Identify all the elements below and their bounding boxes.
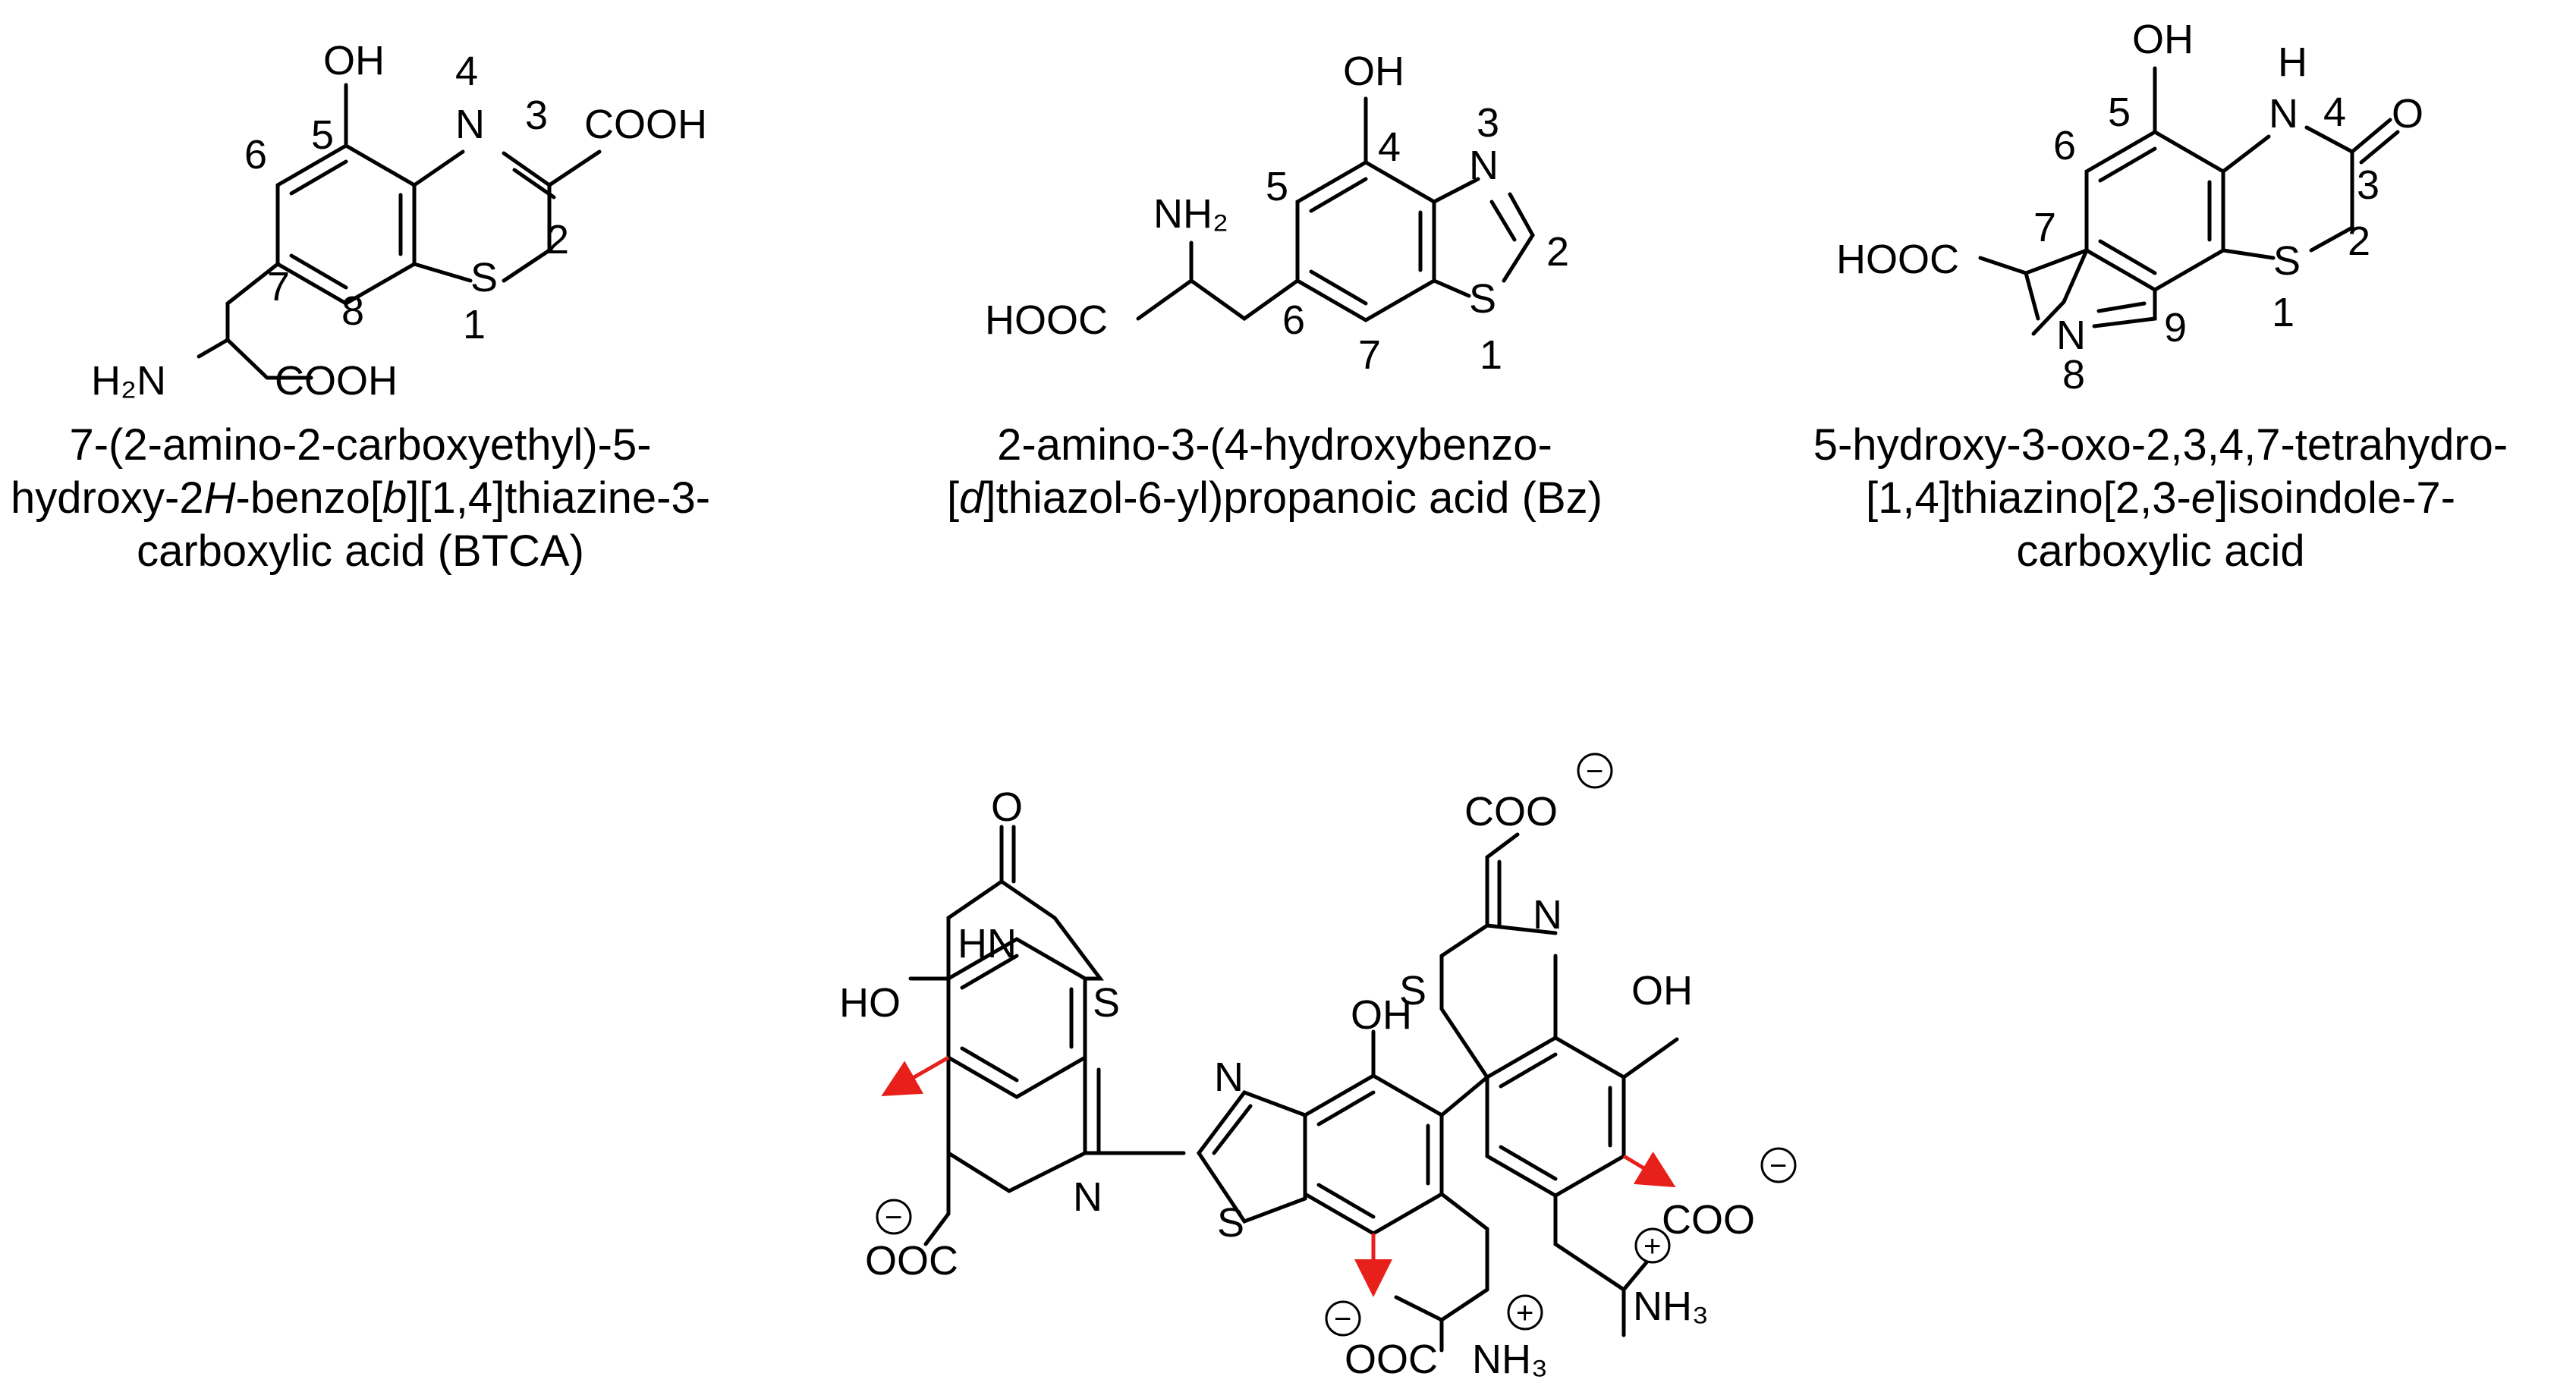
trimer-coo2-label: COO	[1662, 1197, 1755, 1243]
btca-cooh2-label: COOH	[275, 358, 398, 404]
svg-text:−: −	[885, 1201, 902, 1234]
btca-n-label: N	[455, 102, 485, 147]
bz-num-5: 5	[1266, 164, 1288, 209]
btca-num-5: 5	[311, 112, 334, 158]
btca-num-4: 4	[455, 49, 478, 94]
trimer-coo1-label: COO	[1464, 789, 1558, 834]
iso-num-2: 2	[2348, 218, 2370, 264]
trimer-s2-label: S	[1217, 1200, 1244, 1246]
trimer-oh1-label: OH	[1351, 992, 1412, 1038]
caption-isoindole-line2: [1,4]thiazino[2,3-e]isoindole-7-	[1865, 473, 2456, 523]
trimer-nh3a-label: NH₃	[1472, 1337, 1548, 1382]
iso-num-6: 6	[2053, 123, 2076, 168]
trimer-ooc1-label: OOC	[865, 1238, 958, 1284]
btca-cooh-label: COOH	[584, 102, 707, 147]
red-arrow-right	[1622, 1151, 1676, 1188]
caption-btca: 7-(2-amino-2-carboxyethyl)-5- hydroxy-2H…	[0, 419, 721, 578]
iso-n-label: N	[2269, 91, 2298, 137]
btca-num-7: 7	[267, 264, 290, 310]
svg-text:−: −	[1586, 755, 1603, 788]
red-arrow-left	[881, 1055, 950, 1096]
trimer-o-label: O	[991, 784, 1023, 830]
caption-bz-line1: 2-amino-3-(4-hydroxybenzo-	[997, 420, 1552, 470]
svg-text:+: +	[1516, 1296, 1533, 1330]
trimer-n3-label: N	[1533, 892, 1562, 938]
iso-h-label: H	[2278, 39, 2307, 85]
btca-num-8: 8	[341, 288, 364, 334]
caption-bz-line2: [d]thiazol-6-yl)propanoic acid (Bz)	[947, 473, 1603, 523]
charge-minus-3: −	[1325, 1300, 1361, 1337]
trimer-s1-label: S	[1093, 980, 1120, 1026]
structure-isoindole: OH H N O S HOOC N 4 3 2 1 5 6 7 8 9	[1836, 17, 2423, 398]
bz-n-label: N	[1469, 143, 1499, 188]
caption-btca-line3: carboxylic acid (BTCA)	[137, 526, 584, 576]
trimer-hn-label: HN	[958, 921, 1017, 966]
svg-text:−: −	[1769, 1149, 1787, 1183]
bz-oh-label: OH	[1343, 49, 1404, 94]
bz-nh2-label: NH₂	[1153, 191, 1228, 237]
iso-o-label: O	[2392, 91, 2423, 137]
structure-trimer: O HN S HO N OOC N S OH OOC NH₃ S N OH CO…	[839, 753, 1797, 1382]
caption-isoindole-line3: carboxylic acid	[2016, 526, 2305, 576]
structure-bz: OH N S NH₂ HOOC 4 3 2 1 5 6 7	[985, 49, 1569, 378]
trimer-s3-label: S	[1399, 968, 1426, 1013]
trimer-ho-label: HO	[839, 980, 901, 1026]
charge-plus-2: +	[1634, 1227, 1671, 1264]
trimer-ooc2-label: OOC	[1345, 1337, 1438, 1382]
bz-num-7: 7	[1358, 332, 1381, 378]
iso-n8-label: N	[2056, 313, 2086, 358]
btca-num-3: 3	[525, 93, 548, 138]
btca-oh-label: OH	[323, 38, 385, 83]
bz-num-6: 6	[1282, 297, 1305, 343]
iso-num-7: 7	[2033, 205, 2056, 250]
trimer-nh3b-label: NH₃	[1633, 1284, 1709, 1329]
iso-oh-label: OH	[2132, 17, 2194, 62]
iso-num-8: 8	[2062, 352, 2085, 398]
iso-num-1: 1	[2272, 290, 2294, 335]
btca-s-label: S	[470, 255, 498, 300]
trimer-n2-label: N	[1214, 1054, 1244, 1100]
iso-hooc-label: HOOC	[1836, 237, 1959, 282]
trimer-oh2-label: OH	[1631, 968, 1693, 1013]
iso-num-9: 9	[2164, 305, 2187, 350]
btca-num-6: 6	[244, 132, 267, 178]
trimer-n1-label: N	[1073, 1174, 1102, 1220]
iso-num-4: 4	[2323, 90, 2346, 135]
bz-s-label: S	[1469, 276, 1496, 322]
caption-bz: 2-amino-3-(4-hydroxybenzo- [d]thiazol-6-…	[895, 419, 1654, 525]
bz-hooc-label: HOOC	[985, 297, 1108, 343]
btca-num-1: 1	[463, 302, 486, 347]
caption-isoindole: 5-hydroxy-3-oxo-2,3,4,7-tetrahydro- [1,4…	[1745, 419, 2576, 578]
charge-plus-1: +	[1507, 1294, 1543, 1331]
structure-btca: OH N S COOH H₂N COOH 4 3 5 6 7 8 2 1	[91, 38, 707, 404]
charge-minus-4: −	[1760, 1147, 1797, 1183]
charge-minus-2: −	[876, 1199, 912, 1235]
caption-isoindole-line1: 5-hydroxy-3-oxo-2,3,4,7-tetrahydro-	[1813, 420, 2508, 470]
iso-num-5: 5	[2108, 90, 2131, 135]
charge-minus-1: −	[1577, 753, 1613, 789]
svg-text:+: +	[1643, 1230, 1661, 1263]
iso-num-3: 3	[2357, 162, 2379, 208]
bz-num-1: 1	[1480, 332, 1502, 378]
bz-num-2: 2	[1546, 229, 1569, 275]
caption-btca-line1: 7-(2-amino-2-carboxyethyl)-5-	[69, 420, 652, 470]
btca-num-2: 2	[546, 217, 569, 262]
caption-btca-line2: hydroxy-2H-benzo[b][1,4]thiazine-3-	[10, 473, 711, 523]
bz-num-3: 3	[1477, 100, 1499, 146]
svg-text:−: −	[1334, 1303, 1351, 1336]
btca-h2n-label: H₂N	[91, 358, 166, 404]
iso-s-label: S	[2273, 238, 2301, 284]
bz-num-4: 4	[1378, 124, 1401, 170]
